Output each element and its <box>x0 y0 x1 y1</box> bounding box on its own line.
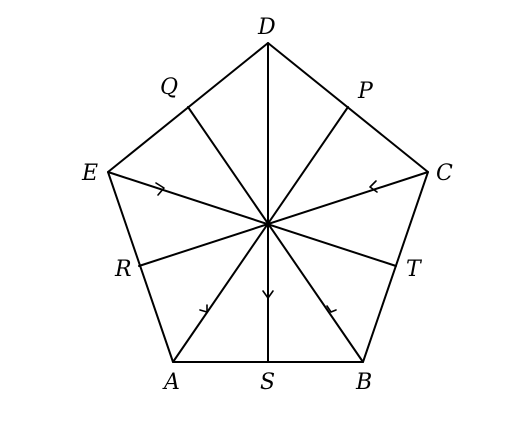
arrow-on-b-center <box>326 305 337 313</box>
segment-c-r <box>138 171 429 267</box>
segment-b-q <box>187 106 364 363</box>
segment-e-t <box>107 171 397 267</box>
label-r: R <box>114 257 132 282</box>
label-s: S <box>260 370 275 395</box>
label-b: B <box>355 370 372 395</box>
label-c: C <box>436 161 453 186</box>
arrow-on-e-center <box>155 182 165 196</box>
label-a: A <box>162 370 180 395</box>
label-p: P <box>357 79 374 104</box>
arrow-on-c-center <box>369 180 378 193</box>
label-q: Q <box>160 75 178 100</box>
segment-a-p <box>172 106 349 363</box>
arrow-on-a-center <box>199 304 208 313</box>
label-t: T <box>406 257 423 282</box>
label-d: D <box>257 15 276 40</box>
label-e: E <box>81 161 98 186</box>
arrow-on-d-s <box>262 290 274 299</box>
